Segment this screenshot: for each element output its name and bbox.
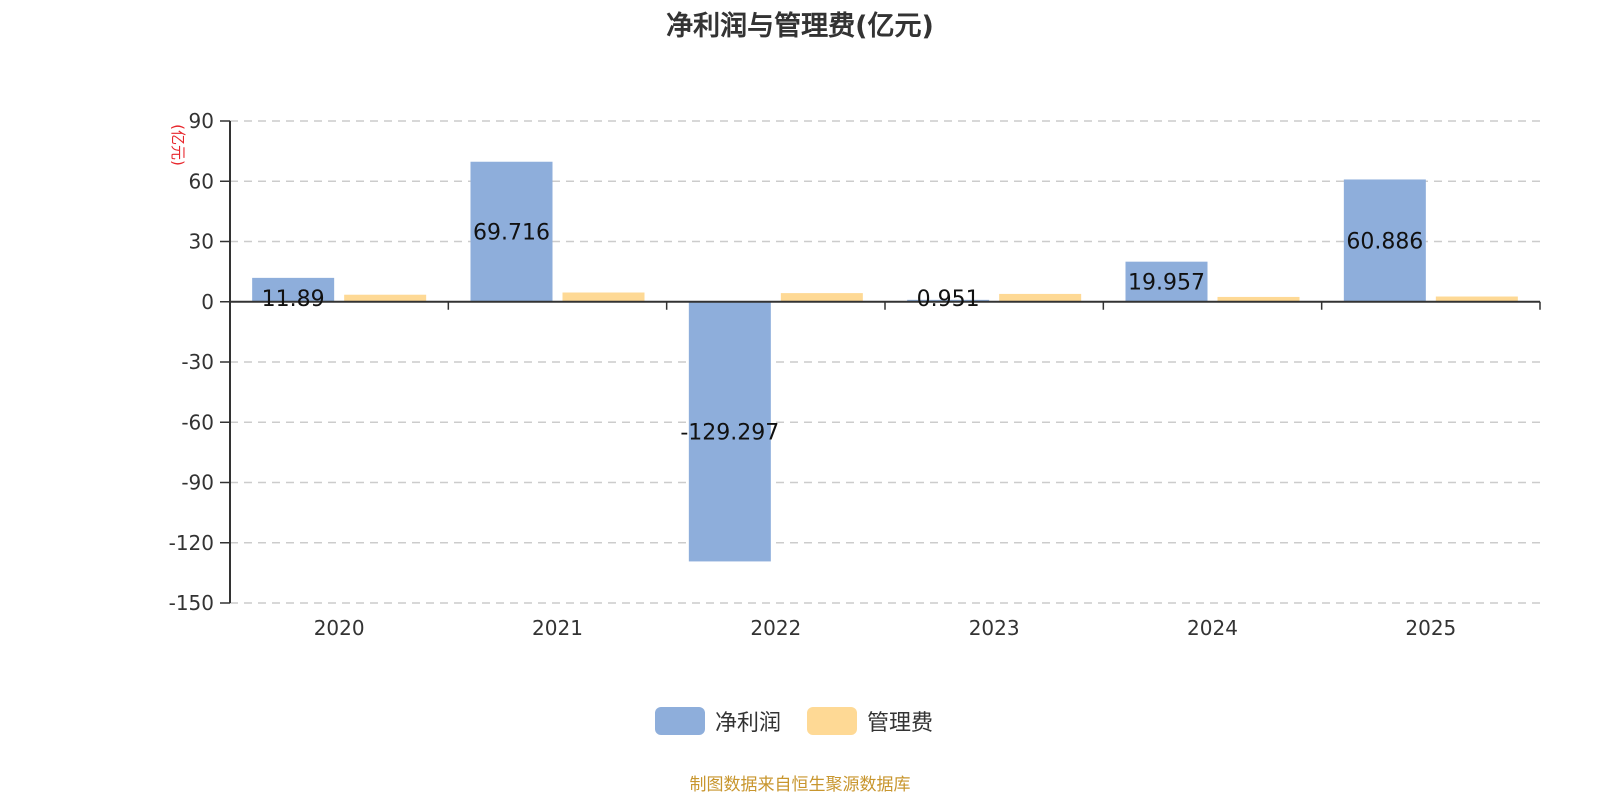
data-source-note: 制图数据来自恒生聚源数据库	[689, 775, 911, 795]
data-label-net-profit-2024: 19.957	[1128, 271, 1205, 296]
x-tick-label: 2025	[1405, 616, 1456, 640]
bar-chart: 90 60 30 0 -30 -60 -90 -120 -150 2020 2021 2022 2023…	[169, 109, 1541, 640]
bars	[252, 161, 1518, 562]
legend-item-net-profit[interactable]: 净利润	[654, 705, 781, 737]
chart-title: 净利润与管理费(亿元)	[666, 11, 934, 42]
bar-admin-expense-2020[interactable]	[344, 294, 427, 302]
y-tick-label: 30	[189, 230, 214, 254]
legend: 净利润 管理费	[0, 705, 1600, 737]
bar-admin-expense-2024[interactable]	[1217, 296, 1300, 302]
legend-item-admin-expense[interactable]: 管理费	[807, 705, 933, 737]
x-tick-label: 2021	[532, 616, 583, 640]
x-tick-label: 2020	[314, 616, 365, 640]
legend-label-admin-expense: 管理费	[867, 711, 934, 736]
y-tick-label: 60	[189, 169, 214, 193]
y-tick-label: -90	[181, 471, 214, 495]
bar-net-profit-2025[interactable]	[1343, 179, 1426, 302]
y-tick-label: -30	[181, 350, 214, 374]
bar-admin-expense-2023[interactable]	[999, 293, 1082, 302]
legend-swatch-admin-expense	[807, 707, 857, 735]
x-tick-label: 2022	[750, 616, 801, 640]
y-tick-label: -120	[169, 531, 214, 555]
y-tick-label: -150	[169, 591, 214, 615]
data-labels: 11.89 69.716 -129.297 0.951 19.957 60.886	[262, 221, 1424, 446]
y-tick-label: 0	[201, 290, 214, 314]
data-label-net-profit-2021: 69.716	[473, 221, 550, 246]
bar-admin-expense-2021[interactable]	[562, 292, 645, 302]
x-tick-label: 2023	[969, 616, 1020, 640]
x-tick-label: 2024	[1187, 616, 1238, 640]
legend-swatch-net-profit	[654, 707, 705, 735]
axes: 90 60 30 0 -30 -60 -90 -120 -150 2020 2021 2022 2023…	[169, 109, 1541, 640]
data-label-net-profit-2022: -129.297	[680, 421, 779, 446]
grid-lines	[230, 120, 1540, 604]
data-label-net-profit-2025: 60.886	[1346, 230, 1423, 255]
y-axis-unit-label: (亿元)	[169, 124, 187, 166]
bar-net-profit-2022[interactable]	[688, 301, 771, 562]
bar-net-profit-2020[interactable]	[252, 277, 335, 302]
y-tick-label: -60	[181, 410, 214, 434]
data-label-net-profit-2020: 11.89	[262, 287, 325, 312]
bar-admin-expense-2022[interactable]	[780, 293, 863, 302]
bar-net-profit-2021[interactable]	[470, 161, 553, 302]
data-label-net-profit-2023: 0.951	[917, 287, 980, 312]
bar-admin-expense-2025[interactable]	[1435, 296, 1518, 302]
y-tick-label: 90	[189, 109, 214, 133]
legend-label-net-profit: 净利润	[714, 711, 781, 736]
bar-net-profit-2024[interactable]	[1125, 261, 1208, 302]
